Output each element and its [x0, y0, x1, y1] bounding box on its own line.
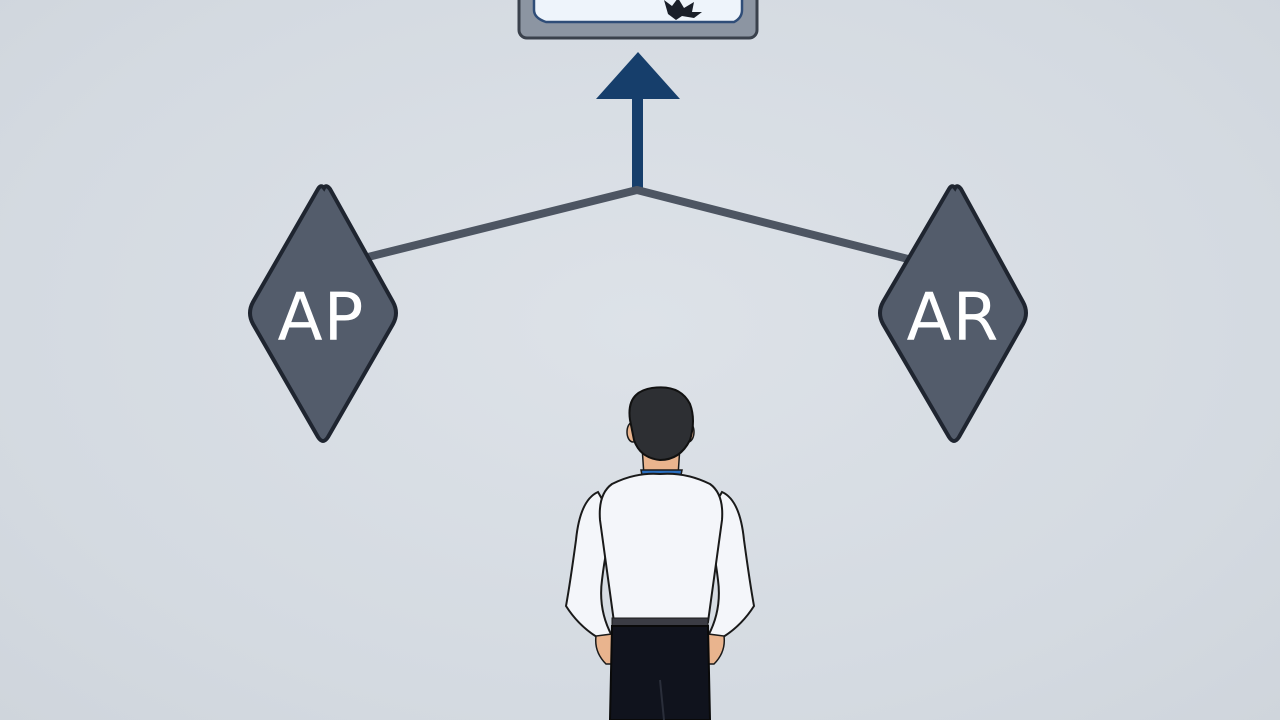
- diamond-label-ar: AR: [906, 279, 999, 356]
- certificate-card-icon: [517, 0, 759, 40]
- diamond-node-ap: AP: [248, 184, 398, 443]
- seal-icon: [664, 0, 702, 20]
- diamond-node-ar: AR: [878, 184, 1028, 443]
- connector-lines: [364, 186, 912, 263]
- connector-left: [364, 186, 641, 261]
- connector-right: [633, 186, 912, 263]
- up-arrow-icon: [596, 52, 680, 192]
- person-figure: [564, 386, 756, 720]
- diamond-label-ap: AP: [278, 279, 365, 356]
